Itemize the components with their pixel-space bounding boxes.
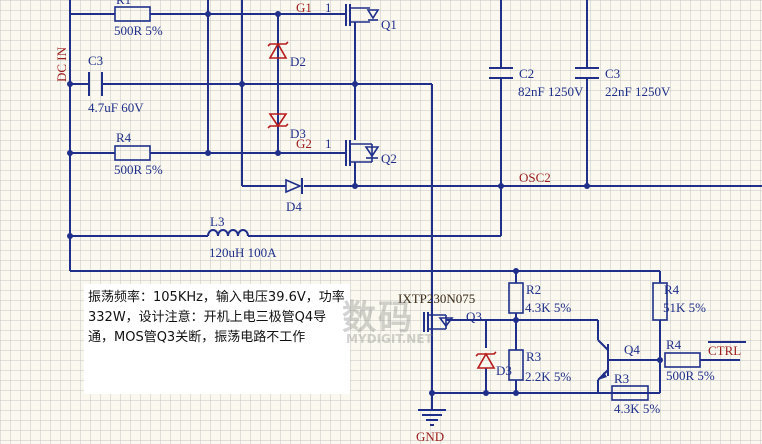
mosfet-q3 bbox=[423, 300, 454, 350]
label-q1: Q1 bbox=[381, 17, 397, 32]
mosfet-q1 bbox=[340, 4, 380, 34]
label-l3: L3 bbox=[210, 214, 224, 229]
mosfet-q2 bbox=[340, 140, 380, 170]
label-d2: D2 bbox=[290, 54, 306, 69]
resistor-r3b bbox=[611, 385, 649, 401]
label-r4c-value: 500R 5% bbox=[666, 368, 715, 383]
label-r4c: R4 bbox=[666, 337, 682, 352]
label-c3: C3 bbox=[88, 53, 103, 68]
watermark: 数码 bbox=[342, 298, 414, 338]
label-r3b-value: 4.3K 5% bbox=[614, 401, 660, 416]
label-c3b: C3 bbox=[605, 66, 620, 81]
label-q4: Q4 bbox=[624, 342, 640, 357]
label-r2: R2 bbox=[526, 282, 541, 297]
label-d4: D4 bbox=[286, 199, 302, 214]
label-r3b: R3 bbox=[614, 371, 629, 386]
label-l3-value: 120uH 100A bbox=[209, 245, 277, 260]
capacitors bbox=[88, 67, 599, 96]
resistor-r4 bbox=[114, 145, 151, 161]
label-g1: G1 bbox=[296, 0, 312, 15]
label-c2-value: 82nF 1250V bbox=[518, 84, 584, 99]
label-q3: Q3 bbox=[466, 309, 482, 324]
label-r4-value: 500R 5% bbox=[114, 162, 163, 177]
label-c2: C2 bbox=[519, 66, 534, 81]
label-c3-value: 4.7uF 60V bbox=[88, 100, 144, 115]
label-r1-value: 500R 5% bbox=[114, 23, 163, 38]
diodes bbox=[267, 41, 497, 369]
transistor-q4 bbox=[597, 339, 609, 381]
pin-g2: 1 bbox=[325, 136, 332, 151]
junctions bbox=[67, 11, 663, 396]
mosfets bbox=[340, 4, 454, 350]
resistor-r3a bbox=[508, 349, 524, 381]
label-mosfet-part: IXTP230N075 bbox=[398, 291, 475, 306]
label-g2: G2 bbox=[296, 136, 312, 151]
label-ctrl: CTRL bbox=[708, 343, 741, 358]
label-dc-in: DC IN bbox=[54, 46, 69, 82]
label-r4b-value: 51K 5% bbox=[663, 300, 706, 315]
wires bbox=[69, 0, 762, 410]
label-r4b: R4 bbox=[664, 282, 680, 297]
label-r3a-value: 2.2K 5% bbox=[525, 369, 571, 384]
watermark-sub: MYDIGIT.NET bbox=[346, 332, 433, 346]
gnd-symbol bbox=[418, 393, 446, 426]
label-q2: Q2 bbox=[381, 151, 397, 166]
resistor-r4b bbox=[652, 282, 668, 321]
label-r4: R4 bbox=[116, 130, 132, 145]
pin-g1: 1 bbox=[325, 0, 332, 15]
component-labels: R1 500R 5% DC IN C3 4.7uF 60V R4 500R 5%… bbox=[54, 0, 741, 444]
resistors bbox=[114, 6, 701, 401]
label-d3b: D3 bbox=[496, 363, 512, 378]
resistor-r1 bbox=[114, 6, 151, 22]
label-c3b-value: 22nF 1250V bbox=[605, 84, 671, 99]
label-gnd: GND bbox=[416, 429, 444, 444]
label-r3a: R3 bbox=[526, 349, 541, 364]
inductor-l3 bbox=[207, 229, 249, 237]
label-r2-value: 4.3K 5% bbox=[525, 300, 571, 315]
label-r1: R1 bbox=[116, 0, 131, 7]
resistor-r4c bbox=[664, 352, 701, 368]
label-d3: D3 bbox=[290, 126, 306, 141]
resistor-r2 bbox=[508, 282, 524, 314]
label-osc2: OSC2 bbox=[519, 170, 551, 185]
design-note: 振荡频率：105KHz，输入电压39.6V，功率332W，设计注意：开机上电三极… bbox=[84, 284, 350, 394]
